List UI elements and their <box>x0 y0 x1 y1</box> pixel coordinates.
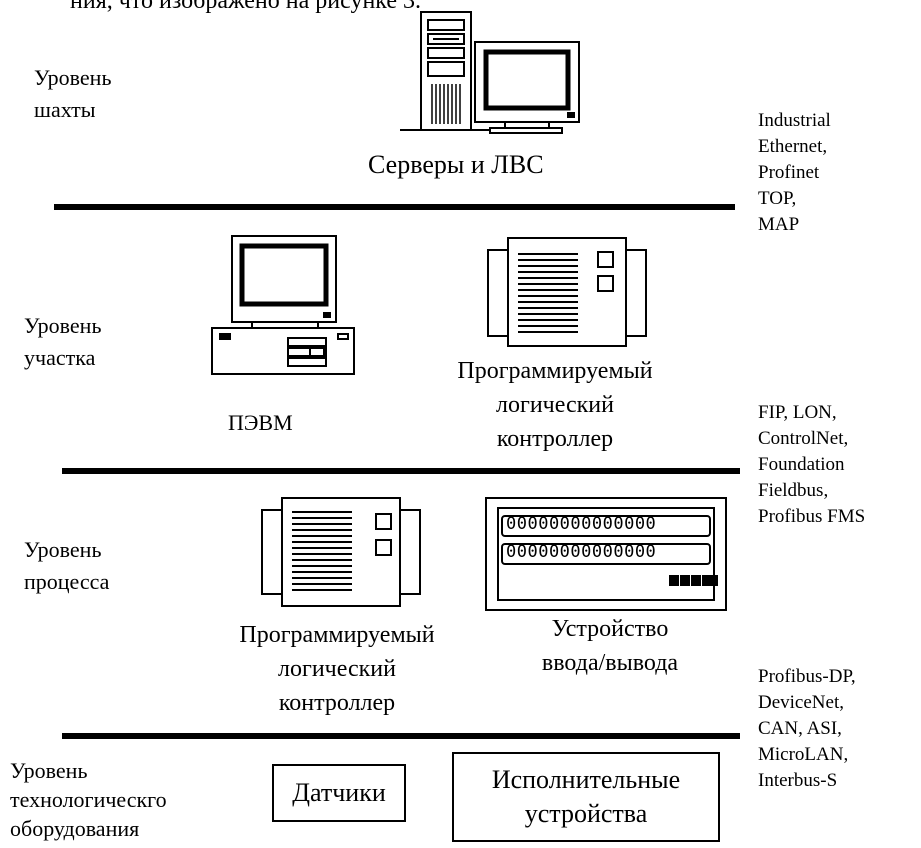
sensors-label: Датчики <box>292 778 386 807</box>
protocol-item: TOP, <box>758 188 797 209</box>
io-indicator-row: 00000000000000 <box>506 542 657 562</box>
plc-caption-section: Программируемый логический контроллер <box>430 354 680 456</box>
plc-caption-line: логический <box>278 656 396 682</box>
pc-monitor-icon <box>231 235 337 329</box>
level-section-line2: участка <box>24 345 96 370</box>
plc-caption-line: контроллер <box>496 426 614 452</box>
io-device-icon <box>485 497 727 611</box>
actuators-box: Исполнительные устройства <box>452 752 720 842</box>
protocol-item: CAN, ASI, <box>758 718 842 739</box>
figure-intro-text: ния, что изображено на рисунке 3. <box>70 0 422 14</box>
plc-caption-line: Программируемый <box>239 622 435 648</box>
sensors-box: Датчики <box>272 764 406 822</box>
plc-caption-line: логический <box>496 392 614 418</box>
level-mine-line1: Уровень <box>34 65 112 90</box>
server-tower-icon <box>400 11 492 131</box>
io-indicator-row: 00000000000000 <box>506 514 657 534</box>
plc-caption-line: Программируемый <box>457 358 653 384</box>
level-mine-label: Уровень шахты <box>34 62 111 126</box>
pc-caption: ПЭВМ <box>228 410 293 435</box>
level-equipment-label: Уровень технологическго оборудования <box>10 756 167 843</box>
level-mine-line2: шахты <box>34 97 96 122</box>
server-monitor-icon <box>474 41 580 134</box>
protocol-item: Profibus-DP, <box>758 666 856 687</box>
io-caption-line: ввода/вывода <box>541 650 679 676</box>
protocol-item: Profinet <box>758 162 820 183</box>
protocol-item: DeviceNet, <box>758 692 844 713</box>
plc-icon <box>487 237 647 347</box>
plc-caption-process: Программируемый логический контроллер <box>212 618 462 720</box>
plc-icon <box>261 497 421 607</box>
protocol-item: Foundation <box>758 454 845 475</box>
protocols-middle: FIP, LON, ControlNet, Foundation Fieldbu… <box>758 400 865 530</box>
actuators-label-line: Исполнительные <box>491 765 681 794</box>
level-equipment-line1: Уровень <box>10 758 88 783</box>
protocol-item: Interbus-S <box>758 770 838 791</box>
protocol-item: FIP, LON, <box>758 402 837 423</box>
level-equipment-line3: оборудования <box>10 816 140 841</box>
level-section-label: Уровень участка <box>24 310 101 374</box>
protocols-top: Industrial Ethernet, Profinet TOP, MAP <box>758 108 831 238</box>
io-device-caption: Устройство ввода/вывода <box>500 612 720 680</box>
io-caption-line: Устройство <box>551 616 669 642</box>
protocol-item: ControlNet, <box>758 428 849 449</box>
servers-caption: Серверы и ЛВС <box>368 150 544 179</box>
protocols-bottom: Profibus-DP, DeviceNet, CAN, ASI, MicroL… <box>758 664 856 794</box>
protocol-item: Industrial <box>758 110 831 131</box>
protocol-item: MAP <box>758 214 800 235</box>
level-equipment-line2: технологическго <box>10 787 167 812</box>
protocol-item: Fieldbus, <box>758 480 829 501</box>
plc-caption-line: контроллер <box>278 690 396 716</box>
protocol-item: MicroLAN, <box>758 744 849 765</box>
level-process-line2: процесса <box>24 569 110 594</box>
level-process-line1: Уровень <box>24 537 102 562</box>
pc-system-unit-icon <box>211 327 355 375</box>
actuators-label-line: устройства <box>524 799 648 828</box>
protocol-item: Ethernet, <box>758 136 828 157</box>
level-process-label: Уровень процесса <box>24 534 109 598</box>
protocol-item: Profibus FMS <box>758 506 866 527</box>
level-section-line1: Уровень <box>24 313 102 338</box>
